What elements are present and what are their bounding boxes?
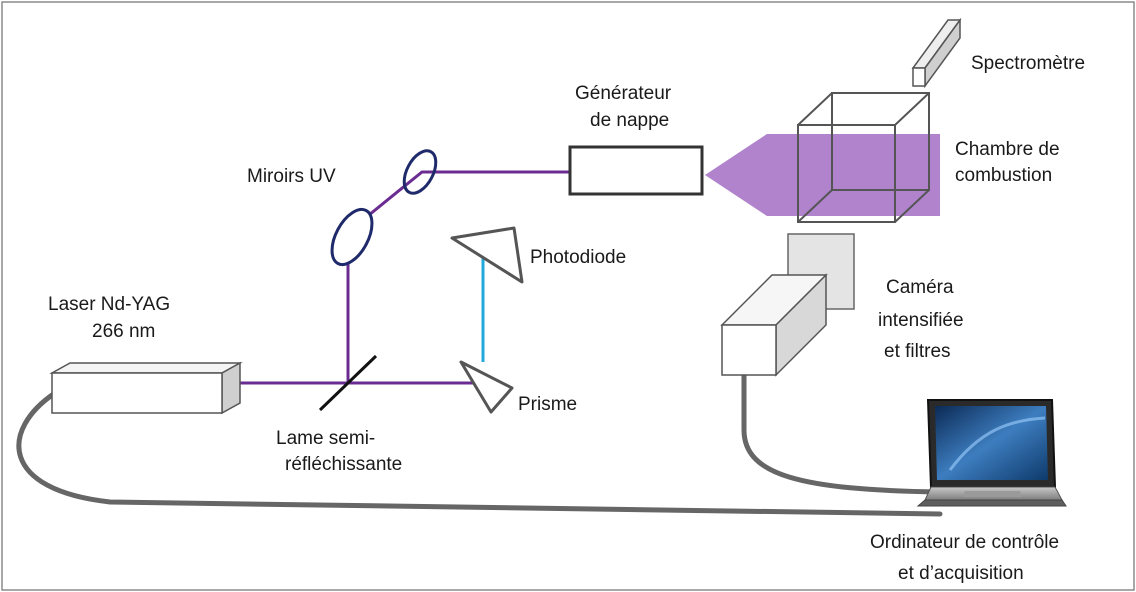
prism-label: Prisme — [518, 394, 577, 415]
laptop-icon — [916, 399, 1067, 507]
laser-sheet — [705, 134, 940, 216]
laser-nd-yag — [49, 361, 243, 415]
spectrometer-label: Spectromètre — [971, 53, 1085, 74]
camera-label-line3: et filtres — [884, 341, 951, 362]
prism — [459, 360, 514, 414]
camera-label-line2: intensifiée — [878, 310, 964, 331]
beamsplitter-label-line1: Lame semi- — [276, 428, 375, 449]
photodiode — [450, 226, 524, 284]
laser-cable — [16, 390, 943, 517]
chamber-label-line1: Chambre de — [955, 139, 1060, 160]
generator-label-line2: de nappe — [590, 110, 669, 131]
photodiode-label: Photodiode — [530, 247, 626, 268]
computer-label-line1: Ordinateur de contrôle — [870, 532, 1059, 553]
spectrometer — [911, 17, 962, 89]
mirrors-label: Miroirs UV — [247, 166, 336, 187]
generator-label-line1: Générateur — [575, 83, 672, 104]
uv-beam-diagonal — [347, 170, 570, 234]
camera-cable — [741, 352, 943, 495]
sheet-generator-box — [568, 145, 704, 196]
computer-label-line2: et d’acquisition — [898, 563, 1024, 584]
beamsplitter-plate — [318, 354, 378, 412]
intensified-camera — [720, 273, 828, 377]
laser-label-line1: Laser Nd-YAG — [48, 294, 170, 315]
combustion-chamber — [797, 92, 930, 223]
uv-mirror-lower — [330, 207, 374, 267]
chamber-label-line2: combustion — [955, 165, 1052, 186]
camera-label-line1: Caméra — [886, 277, 954, 298]
beamsplitter-label-line2: réfléchissante — [285, 454, 402, 475]
uv-mirror-upper — [402, 149, 438, 195]
laser-label-line2: 266 nm — [92, 321, 155, 342]
